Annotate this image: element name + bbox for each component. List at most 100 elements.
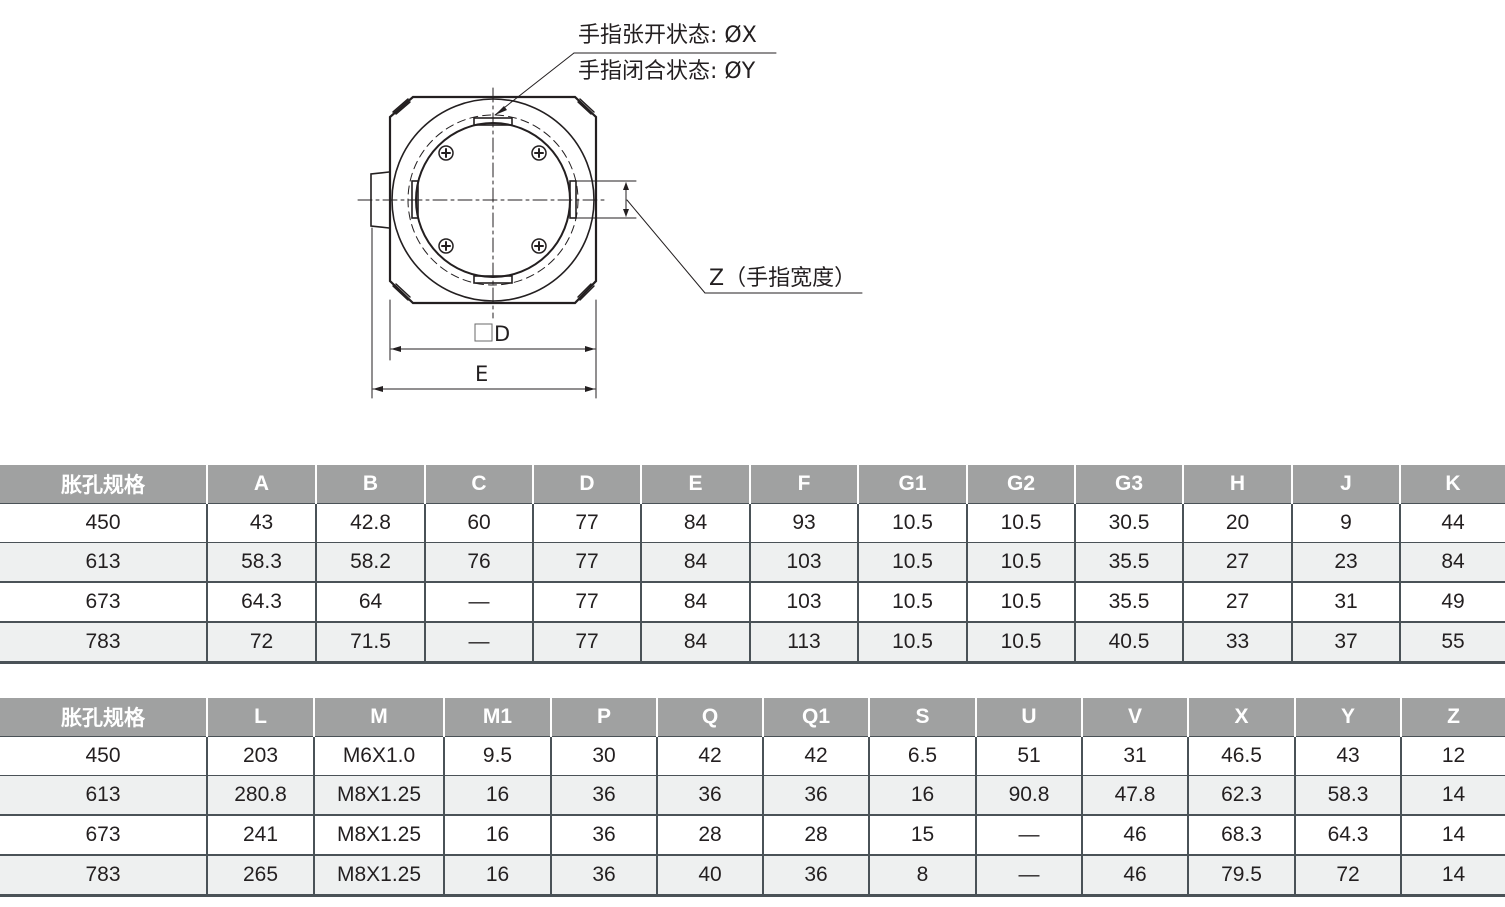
table-cell: 77 [532, 581, 641, 622]
table-cell: 27 [1182, 581, 1292, 622]
table-cell: 27 [1182, 542, 1292, 582]
header-cell: G2 [966, 465, 1075, 504]
header-cell: G1 [857, 465, 967, 504]
table-cell: 58.2 [315, 542, 425, 582]
table-cell: 31 [1081, 736, 1188, 776]
header-cell: G3 [1074, 465, 1183, 504]
header-cell: 胀孔规格 [0, 698, 207, 737]
label-dim-e: E [475, 362, 488, 386]
table-cell: 10.5 [857, 621, 967, 664]
header-cell: Q [656, 698, 763, 737]
table-cell: 76 [424, 542, 533, 582]
label-dim-d: D [494, 322, 510, 346]
table-cell: 203 [206, 736, 314, 776]
table-cell: 783 [0, 854, 207, 897]
table-cell: 113 [749, 621, 858, 664]
header-cell: U [975, 698, 1082, 737]
table-cell: 37 [1291, 621, 1400, 664]
table-cell: 58.3 [206, 542, 316, 582]
table-cell: 20 [1182, 503, 1292, 543]
table-cell: 72 [206, 621, 316, 664]
table-row: 673 241 M8X1.25 16 36 28 28 15 — 46 68.3… [0, 814, 1505, 855]
table-cell: 62.3 [1187, 775, 1295, 815]
header-cell: C [424, 465, 533, 504]
table-cell: 36 [656, 775, 763, 815]
table-cell: 72 [1294, 854, 1401, 897]
table-cell: 28 [762, 814, 869, 855]
table-cell: 84 [640, 621, 750, 664]
body-outline [388, 95, 598, 305]
table-cell: 673 [0, 581, 207, 622]
table-cell: 30.5 [1074, 503, 1183, 543]
table-cell: 36 [550, 854, 657, 897]
header-cell: D [532, 465, 641, 504]
table-cell: 16 [443, 854, 551, 897]
header-cell: P [550, 698, 657, 737]
table-cell: 16 [443, 775, 551, 815]
table-cell: 84 [640, 542, 750, 582]
table-cell: 23 [1291, 542, 1400, 582]
table-cell: — [975, 854, 1082, 897]
table-cell: 36 [550, 814, 657, 855]
header-cell: M1 [443, 698, 551, 737]
table-cell: 46 [1081, 854, 1188, 897]
table-cell: 35.5 [1074, 542, 1183, 582]
label-open-state: 手指张开状态: ØX [578, 23, 757, 48]
table-cell: 93 [749, 503, 858, 543]
table-cell: M6X1.0 [313, 736, 444, 776]
table-cell: 36 [550, 775, 657, 815]
table-cell: 79.5 [1187, 854, 1295, 897]
header-cell: J [1291, 465, 1400, 504]
table-cell: 35.5 [1074, 581, 1183, 622]
header-cell: Y [1294, 698, 1401, 737]
table-row: 783 265 M8X1.25 16 36 40 36 8 — 46 79.5 … [0, 854, 1505, 897]
table-cell: 8 [868, 854, 976, 897]
table-cell: 51 [975, 736, 1082, 776]
table-cell: 40.5 [1074, 621, 1183, 664]
table-cell: 10.5 [966, 503, 1075, 543]
label-finger-width: Z（手指宽度） [709, 266, 856, 291]
header-cell: K [1399, 465, 1505, 504]
table-cell: 77 [532, 621, 641, 664]
table-cell: 241 [206, 814, 314, 855]
table-cell: — [424, 581, 533, 622]
table-cell: 10.5 [857, 542, 967, 582]
table-cell: M8X1.25 [313, 814, 444, 855]
table-row: 450 203 M6X1.0 9.5 30 42 42 6.5 51 31 46… [0, 736, 1505, 776]
table-cell: 43 [1294, 736, 1401, 776]
table-cell: 77 [532, 503, 641, 543]
table-cell: 64.3 [206, 581, 316, 622]
table-cell: 84 [1399, 542, 1505, 582]
table-cell: 64 [315, 581, 425, 622]
table-cell: 450 [0, 736, 207, 776]
header-cell: V [1081, 698, 1188, 737]
header-cell: Z [1400, 698, 1505, 737]
table-cell: 14 [1400, 854, 1505, 897]
table-cell: 36 [762, 854, 869, 897]
table-cell: 10.5 [966, 581, 1075, 622]
table-cell: 42 [656, 736, 763, 776]
header-cell: L [206, 698, 314, 737]
table-cell: 90.8 [975, 775, 1082, 815]
table-cell: 71.5 [315, 621, 425, 664]
table-cell: 42 [762, 736, 869, 776]
table-cell: 84 [640, 503, 750, 543]
table-cell: 42.8 [315, 503, 425, 543]
table-cell: 58.3 [1294, 775, 1401, 815]
table-cell: M8X1.25 [313, 775, 444, 815]
header-cell: A [206, 465, 316, 504]
table-cell: 613 [0, 775, 207, 815]
header-cell: B [315, 465, 425, 504]
table-cell: 14 [1400, 814, 1505, 855]
table-header-row: 胀孔规格 L M M1 P Q Q1 S U V X Y Z [0, 698, 1505, 737]
table-cell: 9.5 [443, 736, 551, 776]
table-cell: 673 [0, 814, 207, 855]
table-cell: M8X1.25 [313, 854, 444, 897]
table-cell: 43 [206, 503, 316, 543]
table-cell: 49 [1399, 581, 1505, 622]
table-cell: 84 [640, 581, 750, 622]
table-cell: — [424, 621, 533, 664]
table-row: 783 72 71.5 — 77 84 113 10.5 10.5 40.5 3… [0, 621, 1505, 664]
table-cell: 103 [749, 581, 858, 622]
header-cell: Q1 [762, 698, 869, 737]
